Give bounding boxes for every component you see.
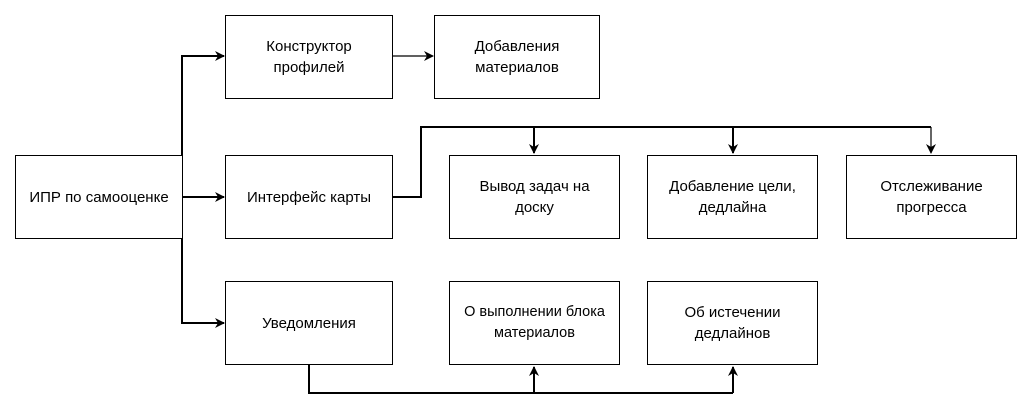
node-label: Конструктор профилей (266, 38, 352, 76)
node-label: Вывод задач на доску (479, 178, 590, 216)
node-block-done: О выполнении блока материалов (449, 281, 620, 365)
node-profile-builder: Конструктор профилей (225, 15, 393, 99)
node-notifications: Уведомления (225, 281, 393, 365)
node-tasks-board: Вывод задач на доску (449, 155, 620, 239)
node-label: Отслеживание прогресса (880, 178, 983, 216)
node-label: Добавление цели, дедлайна (669, 178, 796, 216)
node-map-interface: Интерфейс карты (225, 155, 393, 239)
node-label: Добавления материалов (474, 38, 560, 76)
edge-map-bus (393, 126, 931, 198)
edge-root-to-notifications (181, 239, 225, 328)
node-root: ИПР по самооценке (15, 155, 183, 239)
edge-notifications-bus (308, 365, 733, 394)
node-add-materials: Добавления материалов (434, 15, 600, 99)
node-label: Интерфейс карты (246, 188, 372, 206)
node-label: Уведомления (262, 314, 356, 332)
edge-root-to-profile (181, 51, 225, 155)
node-label: Об истечении дедлайнов (684, 304, 781, 342)
node-progress: Отслеживание прогресса (846, 155, 1017, 239)
node-add-goal: Добавление цели, дедлайна (647, 155, 818, 239)
node-label: ИПР по самооценке (29, 188, 169, 206)
node-label: О выполнении блока материалов (464, 304, 605, 341)
node-deadline-expired: Об истечении дедлайнов (647, 281, 818, 365)
